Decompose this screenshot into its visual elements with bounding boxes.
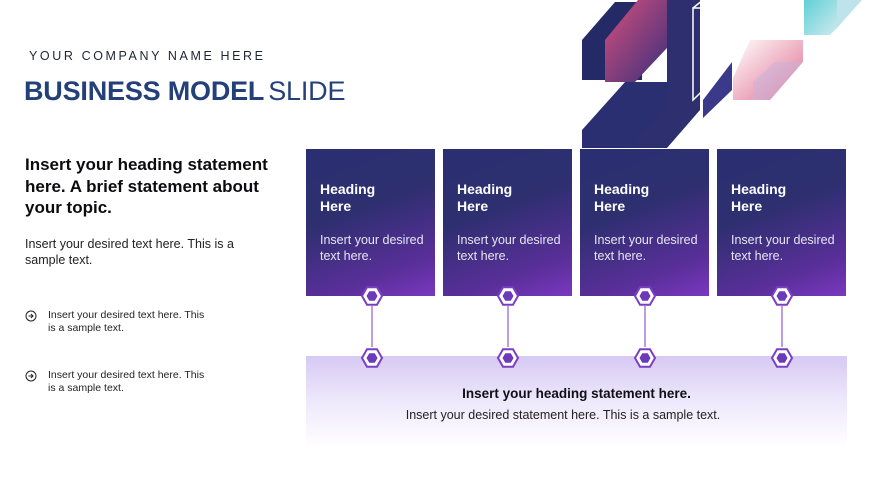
card-heading: Heading Here: [731, 181, 787, 214]
card-heading: Heading Here: [594, 181, 650, 214]
company-name: YOUR COMPANY NAME HERE: [29, 49, 266, 63]
card: Heading Here Insert your desired text he…: [443, 149, 572, 296]
card-heading: Heading Here: [320, 181, 376, 214]
connector-3: [633, 286, 657, 368]
lead-text: Insert your desired text here. This is a…: [25, 237, 234, 267]
band-heading: Insert your heading statement here.: [462, 386, 691, 401]
card-text: Insert your desired text here.: [320, 233, 424, 263]
slide-title-bold: BUSINESS MODEL: [24, 76, 265, 106]
card: Heading Here Insert your desired text he…: [306, 149, 435, 296]
bullet-item: Insert your desired text here. This is a…: [25, 309, 208, 335]
band-text: Insert your desired statement here. This…: [405, 408, 721, 422]
card: Heading Here Insert your desired text he…: [717, 149, 846, 296]
connector-1: [360, 286, 384, 368]
card-heading: Heading Here: [457, 181, 513, 214]
card-text: Insert your desired text here.: [594, 233, 698, 263]
card: Heading Here Insert your desired text he…: [580, 149, 709, 296]
card-text: Insert your desired text here.: [731, 233, 835, 263]
bullet-text: Insert your desired text here. This is a…: [48, 309, 205, 334]
lead-heading: Insert your heading statement here. A br…: [25, 155, 268, 217]
decorative-isometric-shapes: [582, 0, 862, 148]
card-text: Insert your desired text here.: [457, 233, 561, 263]
bullet-item: Insert your desired text here. This is a…: [25, 369, 208, 395]
arrow-circle-right-icon: [25, 310, 37, 322]
connector-4: [770, 286, 794, 368]
bottom-band: [306, 356, 847, 448]
connector-2: [496, 286, 520, 368]
bullet-text: Insert your desired text here. This is a…: [48, 369, 205, 394]
arrow-circle-right-icon: [25, 370, 37, 382]
slide-title-light: SLIDE: [268, 76, 346, 106]
